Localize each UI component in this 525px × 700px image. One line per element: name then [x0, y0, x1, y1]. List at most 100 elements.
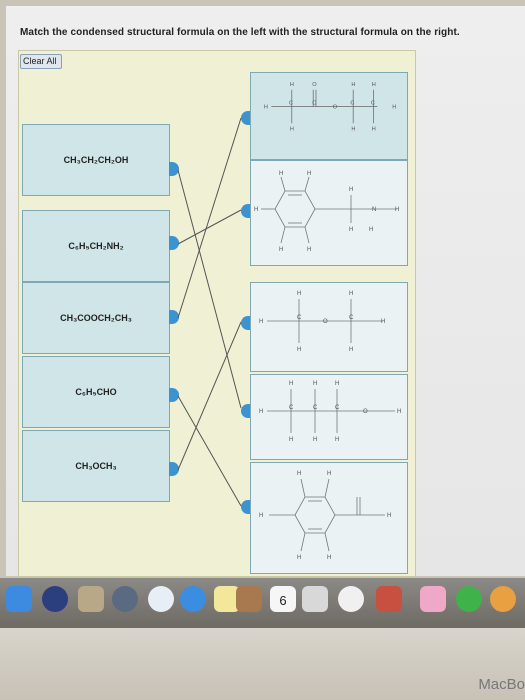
calendar-icon[interactable]: 6: [270, 586, 296, 612]
contacts-icon[interactable]: [236, 586, 262, 612]
photos-app-icon[interactable]: [78, 586, 104, 612]
svg-text:H: H: [395, 207, 399, 213]
drag-handle-3[interactable]: [169, 310, 179, 324]
svg-text:H: H: [307, 171, 311, 177]
svg-text:H: H: [349, 187, 353, 193]
svg-text:O: O: [323, 319, 328, 325]
reminders-icon[interactable]: [302, 586, 328, 612]
left-item-label: C₆H₅CH₂NH₂: [68, 241, 124, 251]
svg-text:H: H: [264, 104, 268, 110]
settings-icon[interactable]: [148, 586, 174, 612]
svg-text:O: O: [363, 409, 368, 415]
drag-handle-1[interactable]: [169, 162, 179, 176]
svg-text:H: H: [279, 247, 283, 253]
notes-icon[interactable]: [214, 586, 240, 612]
svg-text:C: C: [297, 315, 302, 321]
structure-box-4[interactable]: H H H H C C C O H H H H: [250, 374, 408, 460]
svg-text:H: H: [313, 437, 317, 443]
svg-text:N: N: [372, 207, 376, 213]
drop-handle-2[interactable]: [241, 204, 250, 218]
svg-text:H: H: [289, 437, 293, 443]
svg-text:H: H: [259, 319, 263, 325]
structure-box-2[interactable]: H H H H N H H H H H: [250, 160, 408, 266]
svg-text:H: H: [327, 555, 331, 561]
left-item-5[interactable]: CH₃OCH₃: [22, 430, 170, 502]
svg-text:H: H: [349, 347, 353, 353]
launchpad-icon[interactable]: [112, 586, 138, 612]
ether-structure-diagram: H H H C O C H H H: [259, 291, 385, 353]
svg-text:H: H: [327, 471, 331, 477]
left-item-label: C₆H₅CHO: [75, 387, 117, 397]
safari-icon[interactable]: [180, 586, 206, 612]
svg-text:H: H: [297, 347, 301, 353]
svg-text:H: H: [279, 171, 283, 177]
left-item-4[interactable]: C₆H₅CHO: [22, 356, 170, 428]
benzylamine-structure-diagram: H H H H N H H H H H: [254, 171, 399, 253]
svg-text:H: H: [290, 127, 294, 133]
left-item-label: CH₃OCH₃: [75, 461, 117, 471]
instruction-text: Match the condensed structural formula o…: [20, 27, 460, 38]
svg-text:H: H: [290, 82, 294, 88]
svg-text:H: H: [307, 247, 311, 253]
svg-text:H: H: [351, 82, 355, 88]
drop-handle-3[interactable]: [241, 316, 250, 330]
drop-handle-4[interactable]: [241, 404, 250, 418]
svg-text:H: H: [259, 409, 263, 415]
svg-text:C: C: [335, 405, 340, 411]
structure-box-3[interactable]: H H H C O C H H H: [250, 282, 408, 372]
svg-text:H: H: [254, 207, 258, 213]
svg-text:C: C: [312, 101, 316, 107]
connection-line: [177, 209, 242, 245]
drag-handle-4[interactable]: [169, 388, 179, 402]
svg-text:H: H: [387, 513, 391, 519]
svg-text:H: H: [335, 381, 339, 387]
svg-text:H: H: [297, 555, 301, 561]
svg-text:H: H: [289, 381, 293, 387]
drag-handle-2[interactable]: [169, 236, 179, 250]
svg-text:C: C: [350, 101, 354, 107]
svg-text:C: C: [289, 101, 293, 107]
svg-text:H: H: [297, 291, 301, 297]
brand-logo-text: MacBo: [478, 676, 525, 693]
svg-text:H: H: [397, 409, 401, 415]
drop-handle-1[interactable]: [241, 111, 250, 125]
left-item-2[interactable]: C₆H₅CH₂NH₂: [22, 210, 170, 282]
svg-text:H: H: [349, 291, 353, 297]
photo-booth-icon[interactable]: [376, 586, 402, 612]
drop-handle-5[interactable]: [241, 500, 250, 514]
finder-icon[interactable]: [6, 586, 32, 612]
connection-line: [177, 395, 242, 507]
svg-text:H: H: [349, 227, 353, 233]
svg-text:O: O: [312, 82, 317, 88]
left-item-label: CH₃CH₂CH₂OH: [63, 155, 129, 165]
connection-line: [177, 117, 242, 319]
itunes-icon[interactable]: [420, 586, 446, 612]
photos-icon[interactable]: [338, 586, 364, 612]
svg-text:H: H: [369, 227, 373, 233]
clear-all-button[interactable]: Clear All: [20, 54, 62, 69]
messages-icon[interactable]: [456, 586, 482, 612]
svg-text:O: O: [333, 104, 338, 110]
svg-text:C: C: [313, 405, 318, 411]
laptop-bezel: [0, 628, 525, 700]
svg-text:H: H: [313, 381, 317, 387]
left-item-1[interactable]: CH₃CH₂CH₂OH: [22, 124, 170, 196]
svg-text:C: C: [349, 315, 354, 321]
connection-line: [177, 321, 242, 471]
svg-text:H: H: [372, 127, 376, 133]
connection-line: [177, 169, 242, 409]
svg-text:H: H: [259, 513, 263, 519]
svg-text:H: H: [392, 104, 396, 110]
propanol-structure-diagram: H H H H C C C O H H H H: [259, 381, 401, 443]
drag-handle-5[interactable]: [169, 462, 179, 476]
facetime-icon[interactable]: [490, 586, 516, 612]
svg-text:H: H: [381, 319, 385, 325]
svg-text:H: H: [335, 437, 339, 443]
siri-icon[interactable]: [42, 586, 68, 612]
svg-text:H: H: [372, 82, 376, 88]
svg-text:C: C: [289, 405, 294, 411]
